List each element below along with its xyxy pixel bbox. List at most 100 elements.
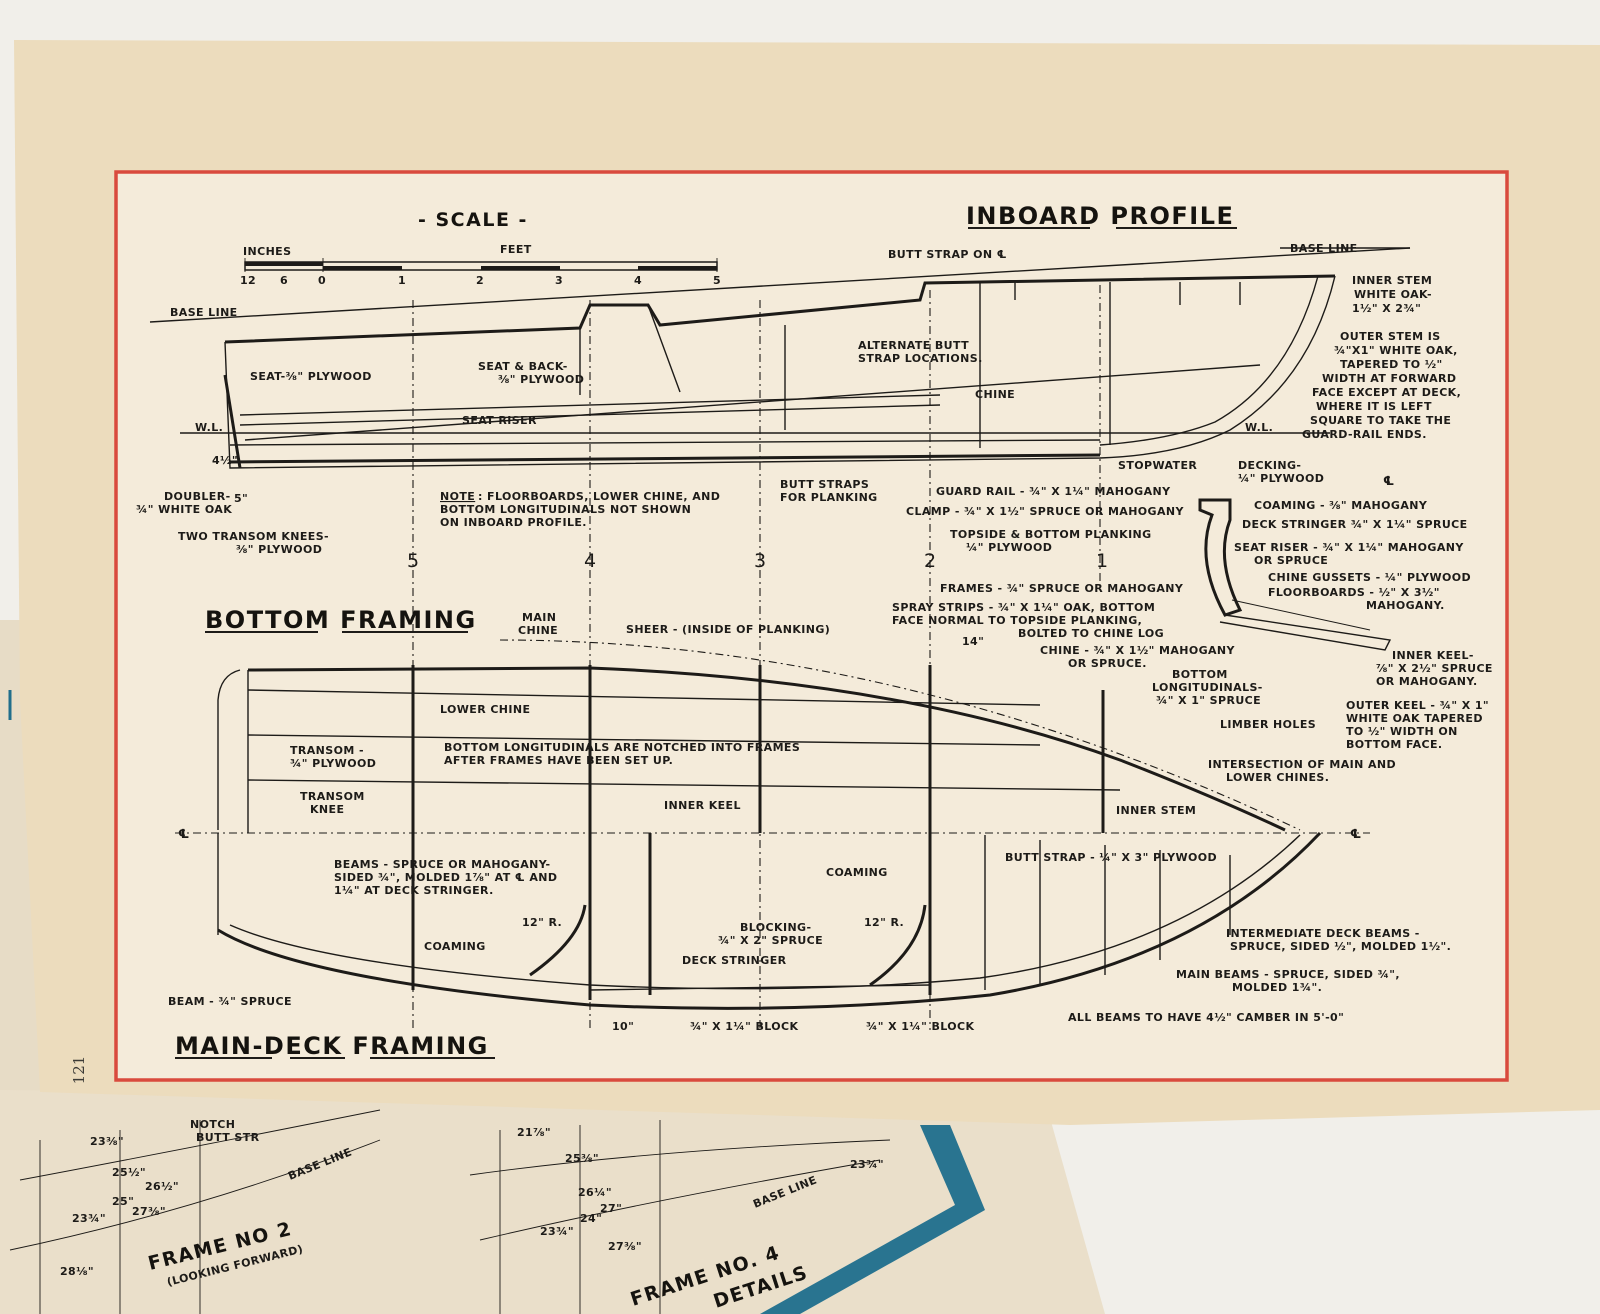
svg-text:FACE EXCEPT AT DECK,: FACE EXCEPT AT DECK, [1312, 386, 1461, 399]
dim-label: 23¾" [850, 1158, 884, 1171]
svg-text:BUTT STRAPS: BUTT STRAPS [780, 478, 869, 491]
svg-text:BEAMS - SPRUCE OR MAHOGANY-: BEAMS - SPRUCE OR MAHOGANY- [334, 858, 550, 871]
scale-bar [244, 258, 718, 272]
svg-text:1½" X 2¾": 1½" X 2¾" [1352, 302, 1421, 315]
inboard-profile-drawing [149, 247, 1411, 469]
svg-text:FLOORBOARDS - ½" X 3½": FLOORBOARDS - ½" X 3½" [1268, 586, 1440, 599]
svg-text:BOTTOM: BOTTOM [1172, 668, 1228, 681]
svg-text:FACE NORMAL TO TOPSIDE PLANKIN: FACE NORMAL TO TOPSIDE PLANKING, [892, 614, 1142, 627]
deck-stringer-label: DECK STRINGER [682, 954, 787, 967]
butt-straps-planking-label: BUTT STRAPS FOR PLANKING [780, 478, 878, 504]
station-number: 5 [407, 550, 419, 572]
beams-label: BEAMS - SPRUCE OR MAHOGANY- SIDED ¾", MO… [334, 858, 557, 897]
scale-tick: 5 [713, 274, 721, 287]
wl-left-label: W.L. [195, 421, 223, 434]
dim-label: 27⅜" [608, 1240, 642, 1253]
svg-text:FOR PLANKING: FOR PLANKING [780, 491, 878, 504]
svg-text:⅞" X 2½" SPRUCE: ⅞" X 2½" SPRUCE [1376, 662, 1493, 675]
outer-keel-label: OUTER KEEL - ¾" X 1" WHITE OAK TAPERED T… [1346, 699, 1489, 751]
svg-text:BLOCKING-: BLOCKING- [740, 921, 811, 934]
inner-keel-section-label: INNER KEEL- ⅞" X 2½" SPRUCE OR MAHOGANY. [1376, 649, 1493, 688]
dim-label: 24" [580, 1212, 602, 1225]
scale-inches-label: INCHES [243, 245, 291, 258]
seat-riser-section-label: SEAT RISER - ¾" X 1¼" MAHOGANY OR SPRUCE [1234, 541, 1464, 567]
svg-text:⅜" PLYWOOD: ⅜" PLYWOOD [236, 543, 322, 556]
block-left-label: ¾" X 1¼" BLOCK [690, 1020, 798, 1033]
svg-text:CHINE: CHINE [518, 624, 558, 637]
svg-text:MAIN BEAMS - SPRUCE, SIDED ¾",: MAIN BEAMS - SPRUCE, SIDED ¾", [1176, 968, 1400, 981]
blocking-label: BLOCKING- ¾" X 2" SPRUCE [718, 921, 823, 947]
bottom-longitudinals-note: BOTTOM LONGITUDINALS ARE NOTCHED INTO FR… [444, 741, 800, 767]
station-number: 1 [1096, 550, 1108, 572]
coaming-left-label: COAMING [424, 940, 486, 953]
floorboards-label: FLOORBOARDS - ½" X 3½" MAHOGANY. [1268, 586, 1444, 612]
transom-label: TRANSOM - ¾" PLYWOOD [290, 744, 376, 770]
scale-tick: 6 [280, 274, 288, 287]
svg-text:WHERE IT IS LEFT: WHERE IT IS LEFT [1316, 400, 1432, 413]
main-deck-drawing [217, 831, 1322, 1010]
doubler-label: DOUBLER- ¾" WHITE OAK [136, 490, 232, 516]
scale-tick: 0 [318, 274, 326, 287]
dim-14-label: 14" [962, 635, 984, 648]
svg-text:SPRAY STRIPS - ¾" X 1¼" OAK, B: SPRAY STRIPS - ¾" X 1¼" OAK, BOTTOM [892, 601, 1155, 614]
svg-text:OR MAHOGANY.: OR MAHOGANY. [1376, 675, 1478, 688]
svg-text:SIDED ¾", MOLDED 1⅞" AT ℄ AND: SIDED ¾", MOLDED 1⅞" AT ℄ AND [334, 871, 557, 884]
clamp-label: CLAMP - ¾" X 1½" SPRUCE OR MAHOGANY [906, 505, 1185, 518]
guard-rail-label: GUARD RAIL - ¾" X 1¼" MAHOGANY [936, 485, 1171, 498]
svg-text:TOPSIDE & BOTTOM PLANKING: TOPSIDE & BOTTOM PLANKING [950, 528, 1152, 541]
coaming-label: COAMING - ⅜" MAHOGANY [1254, 499, 1428, 512]
dim-label: 27" [600, 1202, 622, 1215]
red-border [114, 170, 1509, 1082]
svg-text:NOTE: NOTE [440, 490, 475, 503]
svg-text:BOTTOM LONGITUDINALS ARE NOTCH: BOTTOM LONGITUDINALS ARE NOTCHED INTO FR… [444, 741, 800, 754]
seat-back-label: SEAT & BACK- ⅜" PLYWOOD [478, 360, 584, 386]
stopwater-label: STOPWATER [1118, 459, 1197, 472]
intersection-label: INTERSECTION OF MAIN AND LOWER CHINES. [1208, 758, 1396, 784]
outer-stem-label: OUTER STEM IS ¾"X1" WHITE OAK, TAPERED T… [1302, 330, 1461, 441]
svg-text:INTERMEDIATE DECK BEAMS -: INTERMEDIATE DECK BEAMS - [1226, 927, 1420, 940]
svg-text:TRANSOM -: TRANSOM - [290, 744, 364, 757]
scale-tick: 12 [240, 274, 256, 287]
sheer-label: SHEER - (INSIDE OF PLANKING) [626, 623, 830, 636]
svg-text:ALTERNATE BUTT: ALTERNATE BUTT [858, 339, 969, 352]
camber-note: ALL BEAMS TO HAVE 4½" CAMBER IN 5'-0" [1068, 1011, 1344, 1024]
lower-chine-label: LOWER CHINE [440, 703, 530, 716]
section-centerline-label: ℄ [1383, 473, 1395, 488]
svg-text:CHINE - ¾" X 1½" MAHOGANY: CHINE - ¾" X 1½" MAHOGANY [1040, 644, 1236, 657]
station-number: 4 [584, 550, 596, 572]
svg-text:MAIN: MAIN [522, 611, 556, 624]
svg-text:GUARD-RAIL ENDS.: GUARD-RAIL ENDS. [1302, 428, 1427, 441]
svg-text:¼" PLYWOOD: ¼" PLYWOOD [1238, 472, 1324, 485]
svg-text:TAPERED TO ½": TAPERED TO ½" [1340, 358, 1443, 371]
svg-text:INNER STEM: INNER STEM [1352, 274, 1432, 287]
radius-left-label: 12" R. [522, 916, 562, 929]
spray-strips-label: SPRAY STRIPS - ¾" X 1¼" OAK, BOTTOM FACE… [892, 601, 1164, 640]
bottom-framing-drawing [175, 639, 1370, 834]
radius-right-label: 12" R. [864, 916, 904, 929]
page-number: 121 [70, 1056, 88, 1085]
svg-text:SEAT & BACK-: SEAT & BACK- [478, 360, 568, 373]
dim-label: 28⅛" [60, 1265, 94, 1278]
svg-text:¾" PLYWOOD: ¾" PLYWOOD [290, 757, 376, 770]
coaming-right-label: COAMING [826, 866, 888, 879]
inner-stem-label: INNER STEM WHITE OAK- 1½" X 2¾" [1352, 274, 1432, 315]
svg-text:WHITE OAK-: WHITE OAK- [1354, 288, 1432, 301]
decking-label: DECKING- ¼" PLYWOOD [1238, 459, 1324, 485]
scale-tick: 2 [476, 274, 484, 287]
svg-text:OUTER STEM IS: OUTER STEM IS [1340, 330, 1441, 343]
chine-section-label: CHINE - ¾" X 1½" MAHOGANY OR SPRUCE. [1040, 644, 1236, 670]
svg-text:WIDTH AT FORWARD: WIDTH AT FORWARD [1322, 372, 1456, 385]
svg-text:MOLDED 1¾".: MOLDED 1¾". [1232, 981, 1322, 994]
dim-label: 23¾" [540, 1225, 574, 1238]
svg-text:LONGITUDINALS-: LONGITUDINALS- [1152, 681, 1263, 694]
dim-4-5-label: 4½" [212, 454, 238, 467]
butt-strap-label: BUTT STRAP ON ℄ [888, 248, 1007, 261]
svg-text:¾" X 1" SPRUCE: ¾" X 1" SPRUCE [1156, 694, 1261, 707]
hull-section-drawing [1198, 498, 1392, 651]
transom-knee-label: TRANSOM KNEE [300, 790, 364, 816]
transom-knees-label: TWO TRANSOM KNEES- ⅜" PLYWOOD [178, 530, 329, 556]
dim-5-label: 5" [234, 492, 248, 505]
svg-text:DECKING-: DECKING- [1238, 459, 1301, 472]
alternate-butt-label: ALTERNATE BUTT STRAP LOCATIONS. [858, 339, 982, 365]
